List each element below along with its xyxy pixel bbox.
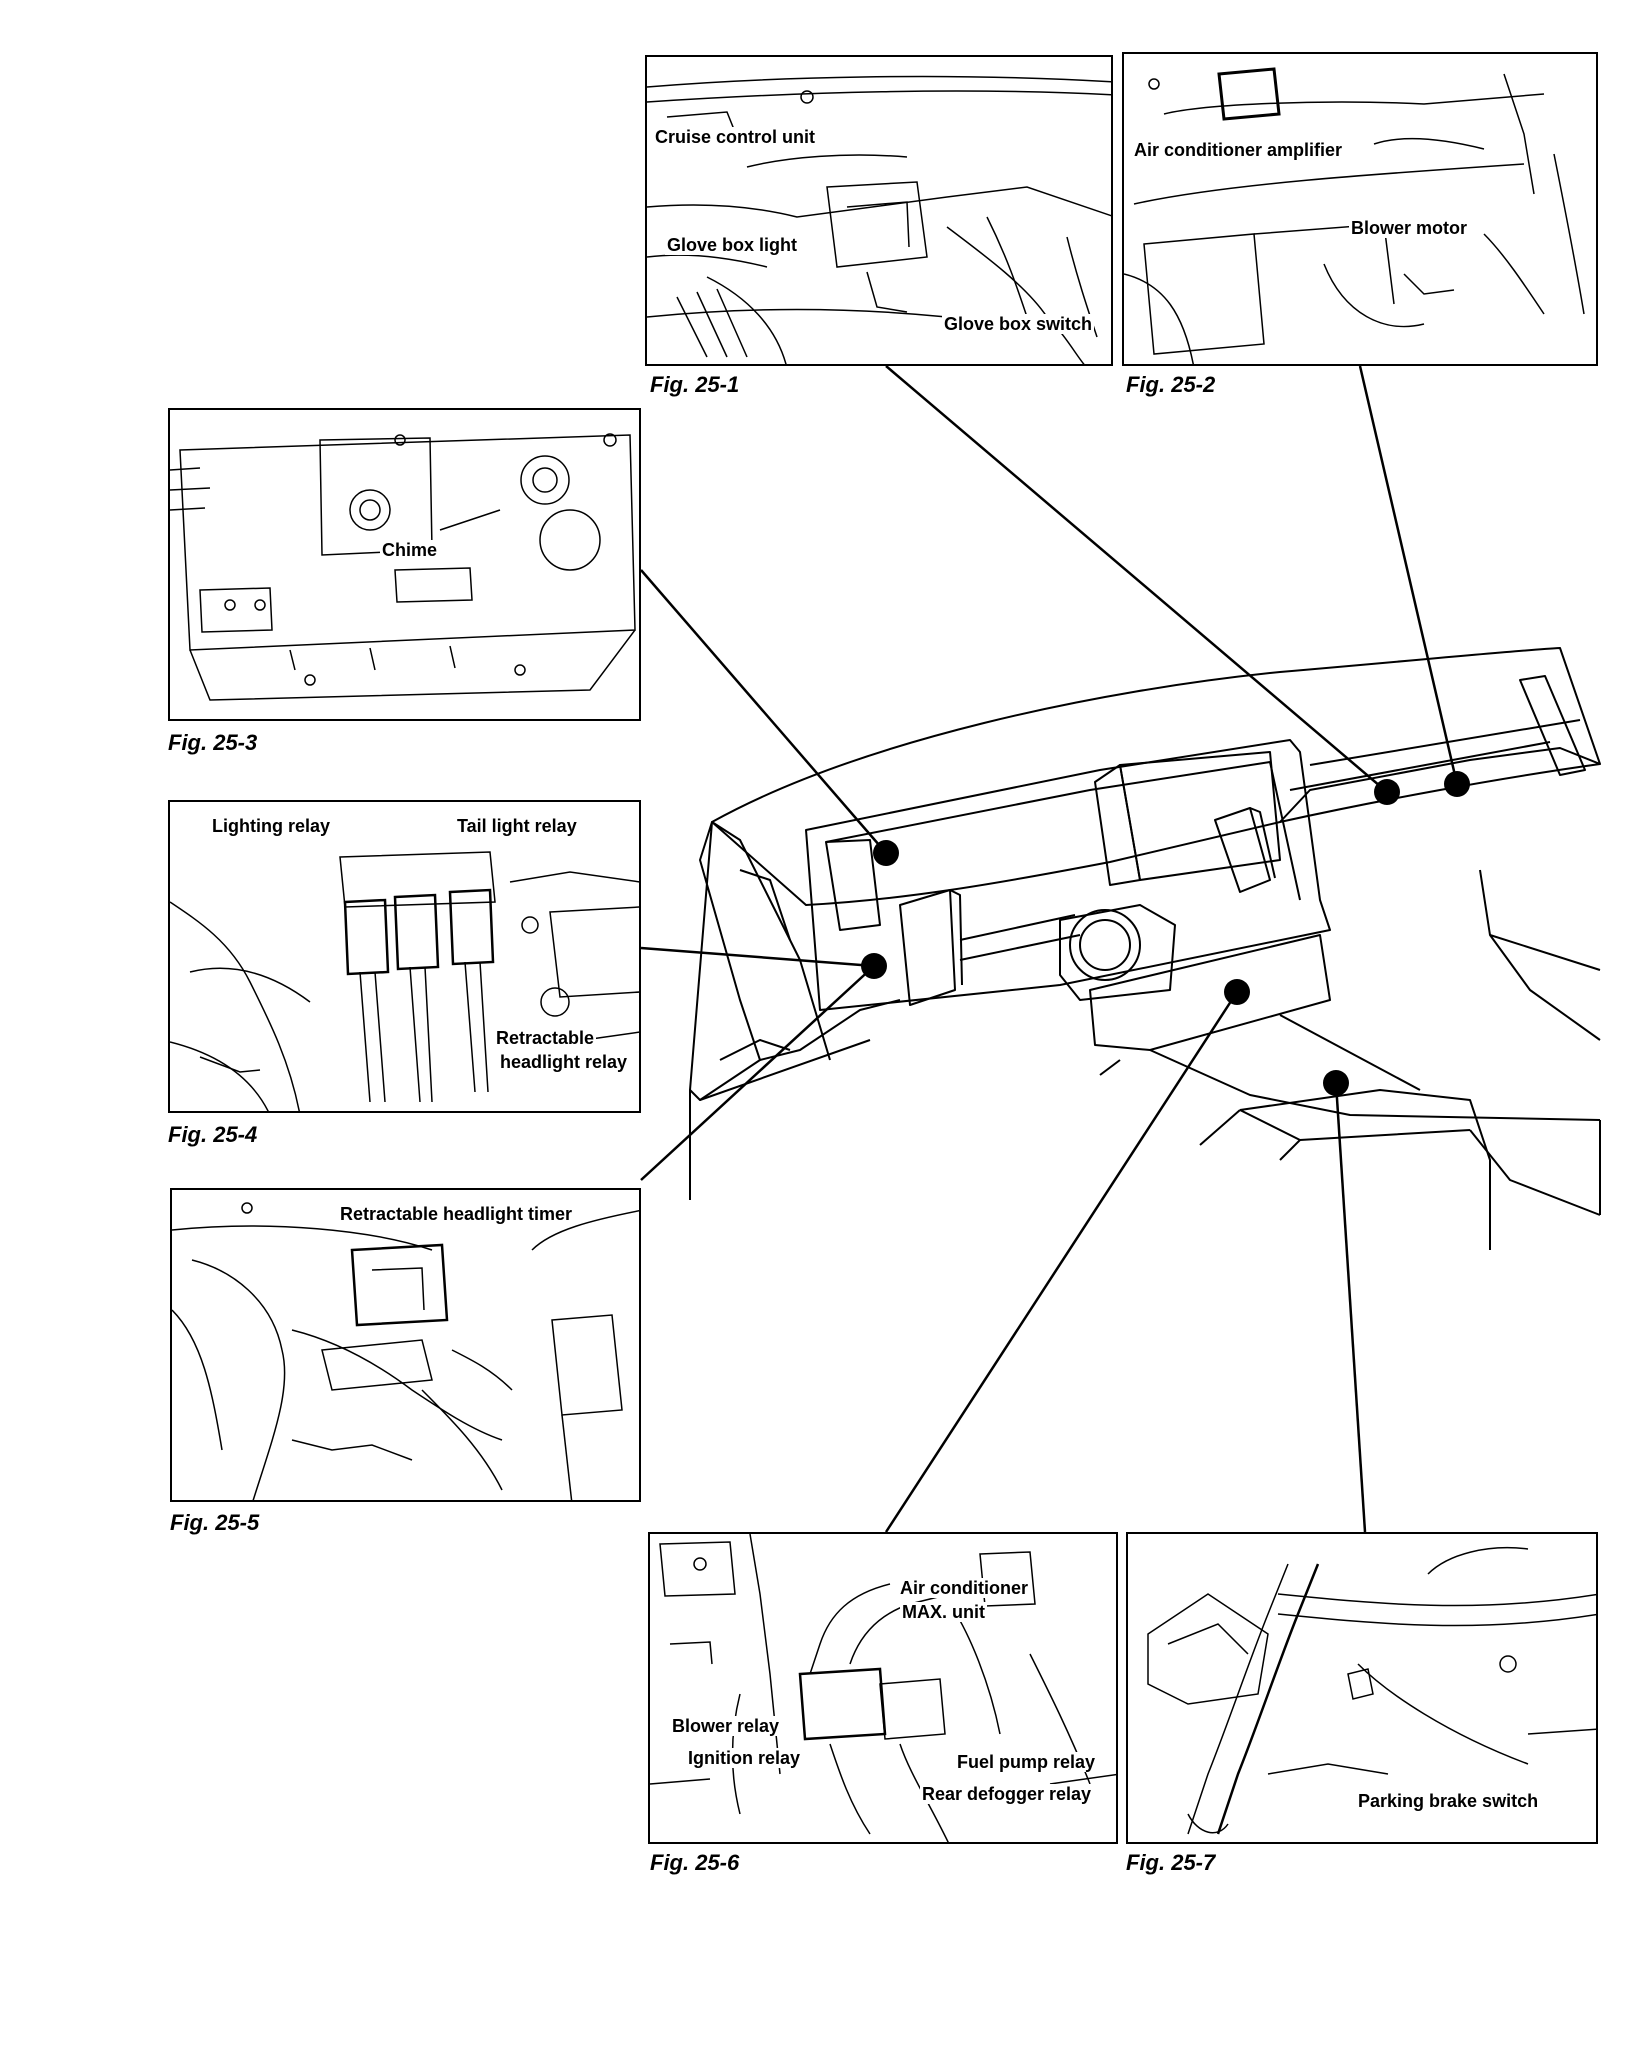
dash-right-panel xyxy=(1279,747,1601,823)
left-stalk xyxy=(899,889,956,1006)
label-glove-box-switch: Glove box switch xyxy=(942,314,1095,334)
figure-25-7-drawing xyxy=(1147,1546,1596,1835)
label-headlight-relay: headlight relay xyxy=(498,1052,630,1072)
caption-fig-25-1: Fig. 25-1 xyxy=(650,372,740,397)
label-ignition-relay: Ignition relay xyxy=(686,1748,803,1768)
caption-fig-25-6: Fig. 25-6 xyxy=(650,1850,740,1875)
caption-fig-25-7: Fig. 25-7 xyxy=(1126,1850,1216,1875)
label-chime: Chime xyxy=(380,540,440,560)
leader-fig2 xyxy=(1358,365,1459,785)
lower-center-panel xyxy=(1089,934,1331,1051)
cluster-hood xyxy=(805,739,1331,1011)
label-blower-relay: Blower relay xyxy=(670,1716,782,1736)
figure-25-7: Parking brake switch xyxy=(1126,1532,1598,1844)
figure-25-5-drawing xyxy=(172,1202,639,1500)
label-blower-motor: Blower motor xyxy=(1349,218,1470,238)
caption-fig-25-3: Fig. 25-3 xyxy=(168,730,258,755)
label-retractable-headlight-timer: Retractable headlight timer xyxy=(338,1204,575,1224)
figure-25-2: Air conditioner amplifier Blower motor xyxy=(1122,52,1598,366)
leader-fig4 xyxy=(640,946,875,968)
label-max-unit: MAX. unit xyxy=(900,1602,987,1622)
steering-hub xyxy=(1069,909,1141,981)
leader-fig1 xyxy=(885,365,1388,793)
label-air-conditioner-amplifier: Air conditioner amplifier xyxy=(1132,140,1345,160)
leader-fig5 xyxy=(640,965,875,1181)
right-stalk xyxy=(1214,807,1271,893)
figure-25-4: Lighting relay Tail light relay Retracta… xyxy=(168,800,641,1113)
leader-fig3 xyxy=(640,569,887,854)
label-air-conditioner: Air conditioner xyxy=(898,1578,1031,1598)
figure-25-1: Cruise control unit Glove box light Glov… xyxy=(645,55,1113,366)
label-glove-box-light: Glove box light xyxy=(665,235,800,255)
caption-fig-25-4: Fig. 25-4 xyxy=(168,1122,258,1147)
figure-25-5: Retractable headlight timer xyxy=(170,1188,641,1502)
label-fuel-pump-relay: Fuel pump relay xyxy=(955,1752,1098,1772)
leader-fig6 xyxy=(884,991,1239,1533)
dash-top-surface xyxy=(711,647,1601,906)
label-parking-brake-switch: Parking brake switch xyxy=(1356,1791,1541,1811)
label-rear-defogger-relay: Rear defogger relay xyxy=(920,1784,1094,1804)
caption-fig-25-5: Fig. 25-5 xyxy=(170,1510,260,1535)
label-lighting-relay: Lighting relay xyxy=(210,816,333,836)
leader-fig7 xyxy=(1334,1082,1367,1533)
dash-right-vent xyxy=(1519,675,1586,776)
label-tail-light-relay: Tail light relay xyxy=(455,816,579,836)
figure-25-3: Chime xyxy=(168,408,641,721)
caption-fig-25-2: Fig. 25-2 xyxy=(1126,372,1216,397)
figure-25-3-drawing xyxy=(170,433,636,701)
figure-25-6: Air conditioner MAX. unit Blower relay I… xyxy=(648,1532,1118,1844)
label-cruise-control-unit: Cruise control unit xyxy=(653,127,818,147)
console xyxy=(1239,1089,1491,1250)
figure-25-1-drawing xyxy=(647,75,1111,364)
cluster-left-window xyxy=(825,839,881,931)
figure-25-2-drawing xyxy=(1124,67,1585,364)
label-retractable: Retractable xyxy=(494,1028,597,1048)
cluster-gauge-box xyxy=(1119,751,1281,881)
